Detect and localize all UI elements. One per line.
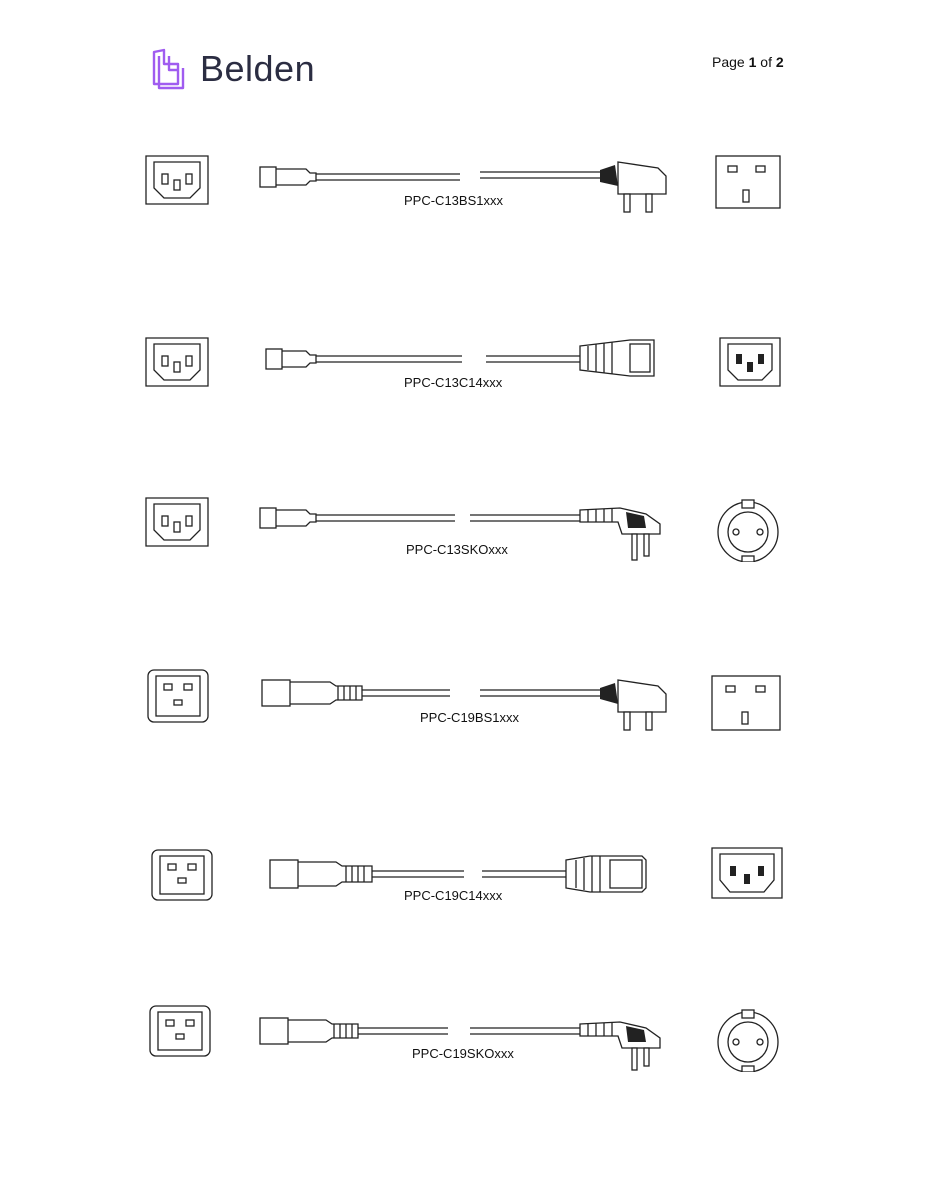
part-number: PPC-C13C14xxx (404, 375, 503, 390)
c19-to-schuko-cable-icon (259, 1017, 661, 1071)
schuko-socket-icon (717, 1009, 779, 1072)
c13-inlet-icon (145, 337, 209, 387)
schuko-socket-icon (717, 499, 779, 562)
part-number: PPC-C13SKOxxx (406, 542, 508, 557)
c13-to-schuko-cable-icon (259, 507, 661, 561)
belden-logo: Belden (150, 46, 315, 92)
cable-row-1: PPC-C13BS1xxx (0, 150, 927, 270)
c19-to-c14-cable-icon (269, 855, 647, 893)
c19-to-bs1363-cable-icon (261, 679, 667, 731)
c19-inlet-icon (147, 669, 209, 723)
cable-row-3: PPC-C13SKOxxx (0, 492, 927, 612)
bs1363-socket-icon (715, 155, 781, 209)
c13-inlet-icon (145, 497, 209, 547)
cable-row-2: PPC-C13C14xxx (0, 332, 927, 452)
bs1363-socket-icon (711, 675, 781, 731)
brand-name: Belden (200, 48, 316, 89)
c19-inlet-icon (149, 1005, 211, 1057)
c13-to-c14-cable-icon (265, 339, 655, 377)
part-number: PPC-C13BS1xxx (404, 193, 503, 208)
c14-socket-icon (711, 847, 783, 899)
c13-to-bs1363-cable-icon (259, 161, 667, 213)
part-number: PPC-C19SKOxxx (412, 1046, 514, 1061)
part-number: PPC-C19C14xxx (404, 888, 503, 903)
cable-row-5: PPC-C19C14xxx (0, 846, 927, 966)
c13-inlet-icon (145, 155, 209, 205)
page-number: Page 1 of 2 (712, 54, 784, 70)
page-header: Belden Page 1 of 2 (0, 0, 927, 110)
belden-logo-icon (152, 48, 185, 90)
cable-row-6: PPC-C19SKOxxx (0, 1002, 927, 1122)
part-number: PPC-C19BS1xxx (420, 710, 519, 725)
c14-socket-icon (719, 337, 781, 387)
cable-row-4: PPC-C19BS1xxx (0, 666, 927, 786)
c19-inlet-icon (151, 849, 213, 901)
